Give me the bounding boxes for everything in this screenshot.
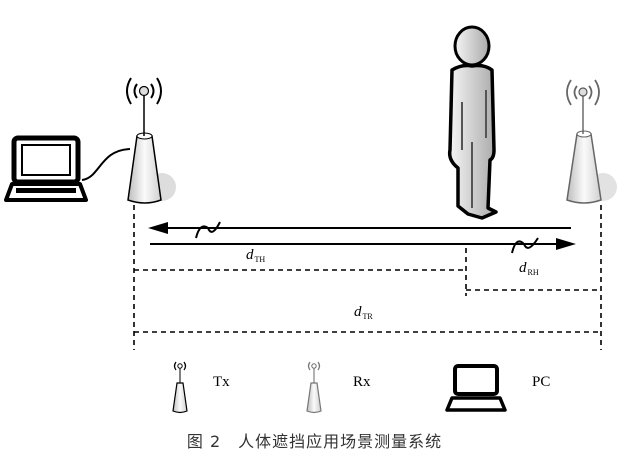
legend-label-pc: PC <box>532 374 551 390</box>
label-d-th: dTH <box>246 247 266 264</box>
legend-rx-icon <box>306 361 322 414</box>
legend-label-tx: Tx <box>213 374 230 390</box>
laptop-pc-icon <box>4 135 88 202</box>
signal-arrows <box>148 221 576 254</box>
rx-antenna-icon <box>566 79 617 204</box>
figure-caption: 图 2 人体遮挡应用场景测量系统 <box>186 432 443 451</box>
label-d-rh: dRH <box>519 260 539 277</box>
legend-tx-icon <box>172 361 188 414</box>
label-d-tr: dTR <box>354 304 373 321</box>
cable <box>81 148 131 181</box>
legend-label-rx: Rx <box>353 374 371 390</box>
human-body-icon <box>447 25 498 220</box>
distance-lines <box>133 205 602 350</box>
legend-pc-icon <box>445 364 507 412</box>
tx-antenna-icon <box>126 77 176 204</box>
